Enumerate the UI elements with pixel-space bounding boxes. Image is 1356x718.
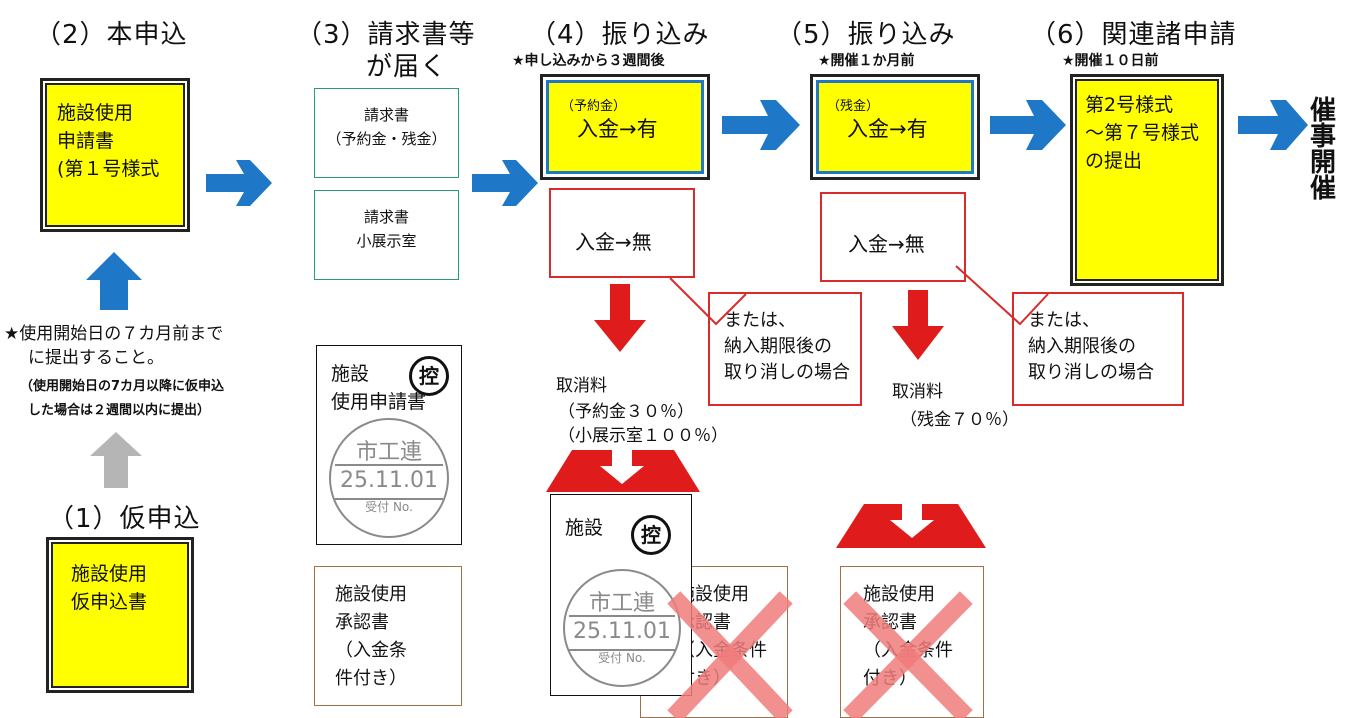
invoice-deposit-title: 請求書 bbox=[363, 106, 409, 124]
step6-timing-note: ★開催１０日前 bbox=[1062, 53, 1159, 69]
deposit-paid-text: 入金→有 bbox=[577, 117, 658, 141]
step3-heading-line1: （3）請求書等 bbox=[296, 20, 476, 50]
stamp-divider bbox=[569, 615, 675, 617]
stamped-doc-title: 施設 使用申請書 bbox=[331, 363, 427, 413]
step2-heading: （2）本申込 bbox=[35, 20, 188, 50]
step6-heading: （6）関連諸申請 bbox=[1030, 20, 1237, 50]
arrow-right-icon bbox=[472, 160, 538, 206]
deadline-note-line1: ★使用開始日の７カ月前まで bbox=[4, 324, 224, 344]
reception-stamp-icon: 市工連 25.11.01 受付 No. bbox=[563, 569, 681, 687]
invoice-small-gallery-box: 請求書 小展示室 bbox=[314, 190, 459, 280]
stamp-reception-no: 受付 No. bbox=[598, 651, 646, 665]
cancel-fee-step4-title: 取消料 bbox=[556, 376, 607, 396]
approval-doc-step3: 施設使用 承認書 （入金条 件付き） bbox=[314, 566, 462, 706]
cancel-callout-step4-text: または、 納入期限後の 取り消しの場合 bbox=[724, 310, 850, 383]
stamped-application-doc-step4: 施設 控 市工連 25.11.01 受付 No. bbox=[550, 494, 692, 696]
stamped-doc-step4-title: 施設 bbox=[565, 517, 604, 539]
cancellation-banner-icon bbox=[546, 450, 700, 492]
deposit-unpaid-text: 入金→無 bbox=[575, 230, 652, 254]
callout-tail bbox=[955, 265, 1049, 326]
arrow-down-icon bbox=[892, 290, 944, 360]
invoice-deposit-box: 請求書 （予約金・残金） bbox=[314, 88, 459, 178]
cancel-fee-step4-deposit: （予約金３０％） bbox=[558, 402, 694, 422]
invoice-small-gallery-sub: 小展示室 bbox=[356, 232, 417, 250]
deposit-unpaid-box: 入金→無 bbox=[549, 188, 695, 278]
cancellation-banner-icon bbox=[836, 504, 986, 548]
stamp-date: 25.11.01 bbox=[340, 468, 438, 493]
stamp-org: 市工連 bbox=[355, 440, 422, 465]
cancel-fee-step5-balance: （残金７０％） bbox=[900, 410, 1019, 430]
provisional-form-text: 施設使用 仮申込書 bbox=[71, 563, 148, 613]
event-held-text: 催 事 開 催 bbox=[1310, 96, 1337, 204]
step3-heading-line2: が届く bbox=[366, 52, 448, 82]
approval-doc-step3-text: 施設使用 承認書 （入金条 件付き） bbox=[335, 584, 407, 689]
stamp-divider bbox=[335, 498, 443, 500]
deadline-note-line3: （使用開始日の7カ月以降に仮申込 bbox=[20, 379, 225, 394]
step4-timing-note: ★申し込みから３週間後 bbox=[512, 53, 665, 69]
step5-heading: （5）振り込み bbox=[776, 20, 956, 50]
balance-paid-text: 入金→有 bbox=[847, 117, 928, 141]
cross-mark-icon bbox=[843, 591, 973, 718]
copy-mark-icon: 控 bbox=[631, 515, 671, 555]
callout-tail bbox=[669, 277, 747, 326]
balance-unpaid-text: 入金→無 bbox=[848, 232, 925, 256]
arrow-up-icon bbox=[86, 252, 142, 310]
stamp-reception-no: 受付 No. bbox=[365, 500, 413, 514]
step1-heading: （1）仮申込 bbox=[48, 504, 201, 534]
cross-mark-icon bbox=[667, 591, 793, 718]
cancel-fee-step5-title: 取消料 bbox=[892, 382, 943, 402]
stamp-date: 25.11.01 bbox=[573, 619, 671, 644]
related-forms-text: 第2号様式 ～第７号様式 の提出 bbox=[1085, 94, 1200, 172]
arrow-right-icon bbox=[1238, 100, 1308, 150]
reception-stamp-icon: 市工連 25.11.01 受付 No. bbox=[329, 418, 449, 538]
related-forms-box: 第2号様式 ～第７号様式 の提出 bbox=[1070, 74, 1224, 286]
cancel-fee-step4-gallery: （小展示室１００％） bbox=[558, 426, 728, 446]
arrow-up-icon bbox=[90, 432, 142, 488]
deposit-paid-box: （予約金） 入金→有 bbox=[540, 74, 710, 180]
arrow-right-icon bbox=[206, 160, 272, 206]
deadline-note-line4: した場合は２週間以内に提出） bbox=[28, 403, 211, 418]
balance-unpaid-box: 入金→無 bbox=[820, 192, 966, 282]
copy-mark-icon: 控 bbox=[409, 356, 449, 396]
arrow-right-icon bbox=[722, 100, 800, 150]
step4-heading: （4）振り込み bbox=[530, 20, 710, 50]
balance-paid-label: （残金） bbox=[827, 99, 880, 114]
stamped-application-doc: 施設 使用申請書 控 市工連 25.11.01 受付 No. bbox=[316, 345, 462, 545]
cancel-callout-step4: または、 納入期限後の 取り消しの場合 bbox=[708, 292, 862, 406]
provisional-form-box: 施設使用 仮申込書 bbox=[46, 537, 194, 693]
deadline-note-line2: に提出すること。 bbox=[28, 348, 164, 368]
arrow-right-icon bbox=[990, 100, 1066, 150]
stamp-org: 市工連 bbox=[588, 591, 655, 616]
cancel-callout-step5: または、 納入期限後の 取り消しの場合 bbox=[1012, 292, 1184, 406]
balance-paid-box: （残金） 入金→有 bbox=[810, 74, 980, 180]
invoice-small-gallery-title: 請求書 bbox=[363, 208, 409, 226]
stamp-divider bbox=[569, 649, 675, 651]
application-form-box: 施設使用 申請書 (第１号様式 bbox=[40, 78, 190, 232]
deposit-paid-label: （予約金） bbox=[561, 99, 627, 114]
invoice-deposit-sub: （予約金・残金） bbox=[326, 130, 447, 148]
cancel-callout-step5-text: または、 納入期限後の 取り消しの場合 bbox=[1028, 310, 1154, 383]
arrow-down-icon bbox=[594, 284, 646, 352]
application-form-text: 施設使用 申請書 (第１号様式 bbox=[57, 102, 160, 180]
step5-timing-note: ★開催１か月前 bbox=[818, 53, 915, 69]
stamp-divider bbox=[335, 464, 443, 466]
